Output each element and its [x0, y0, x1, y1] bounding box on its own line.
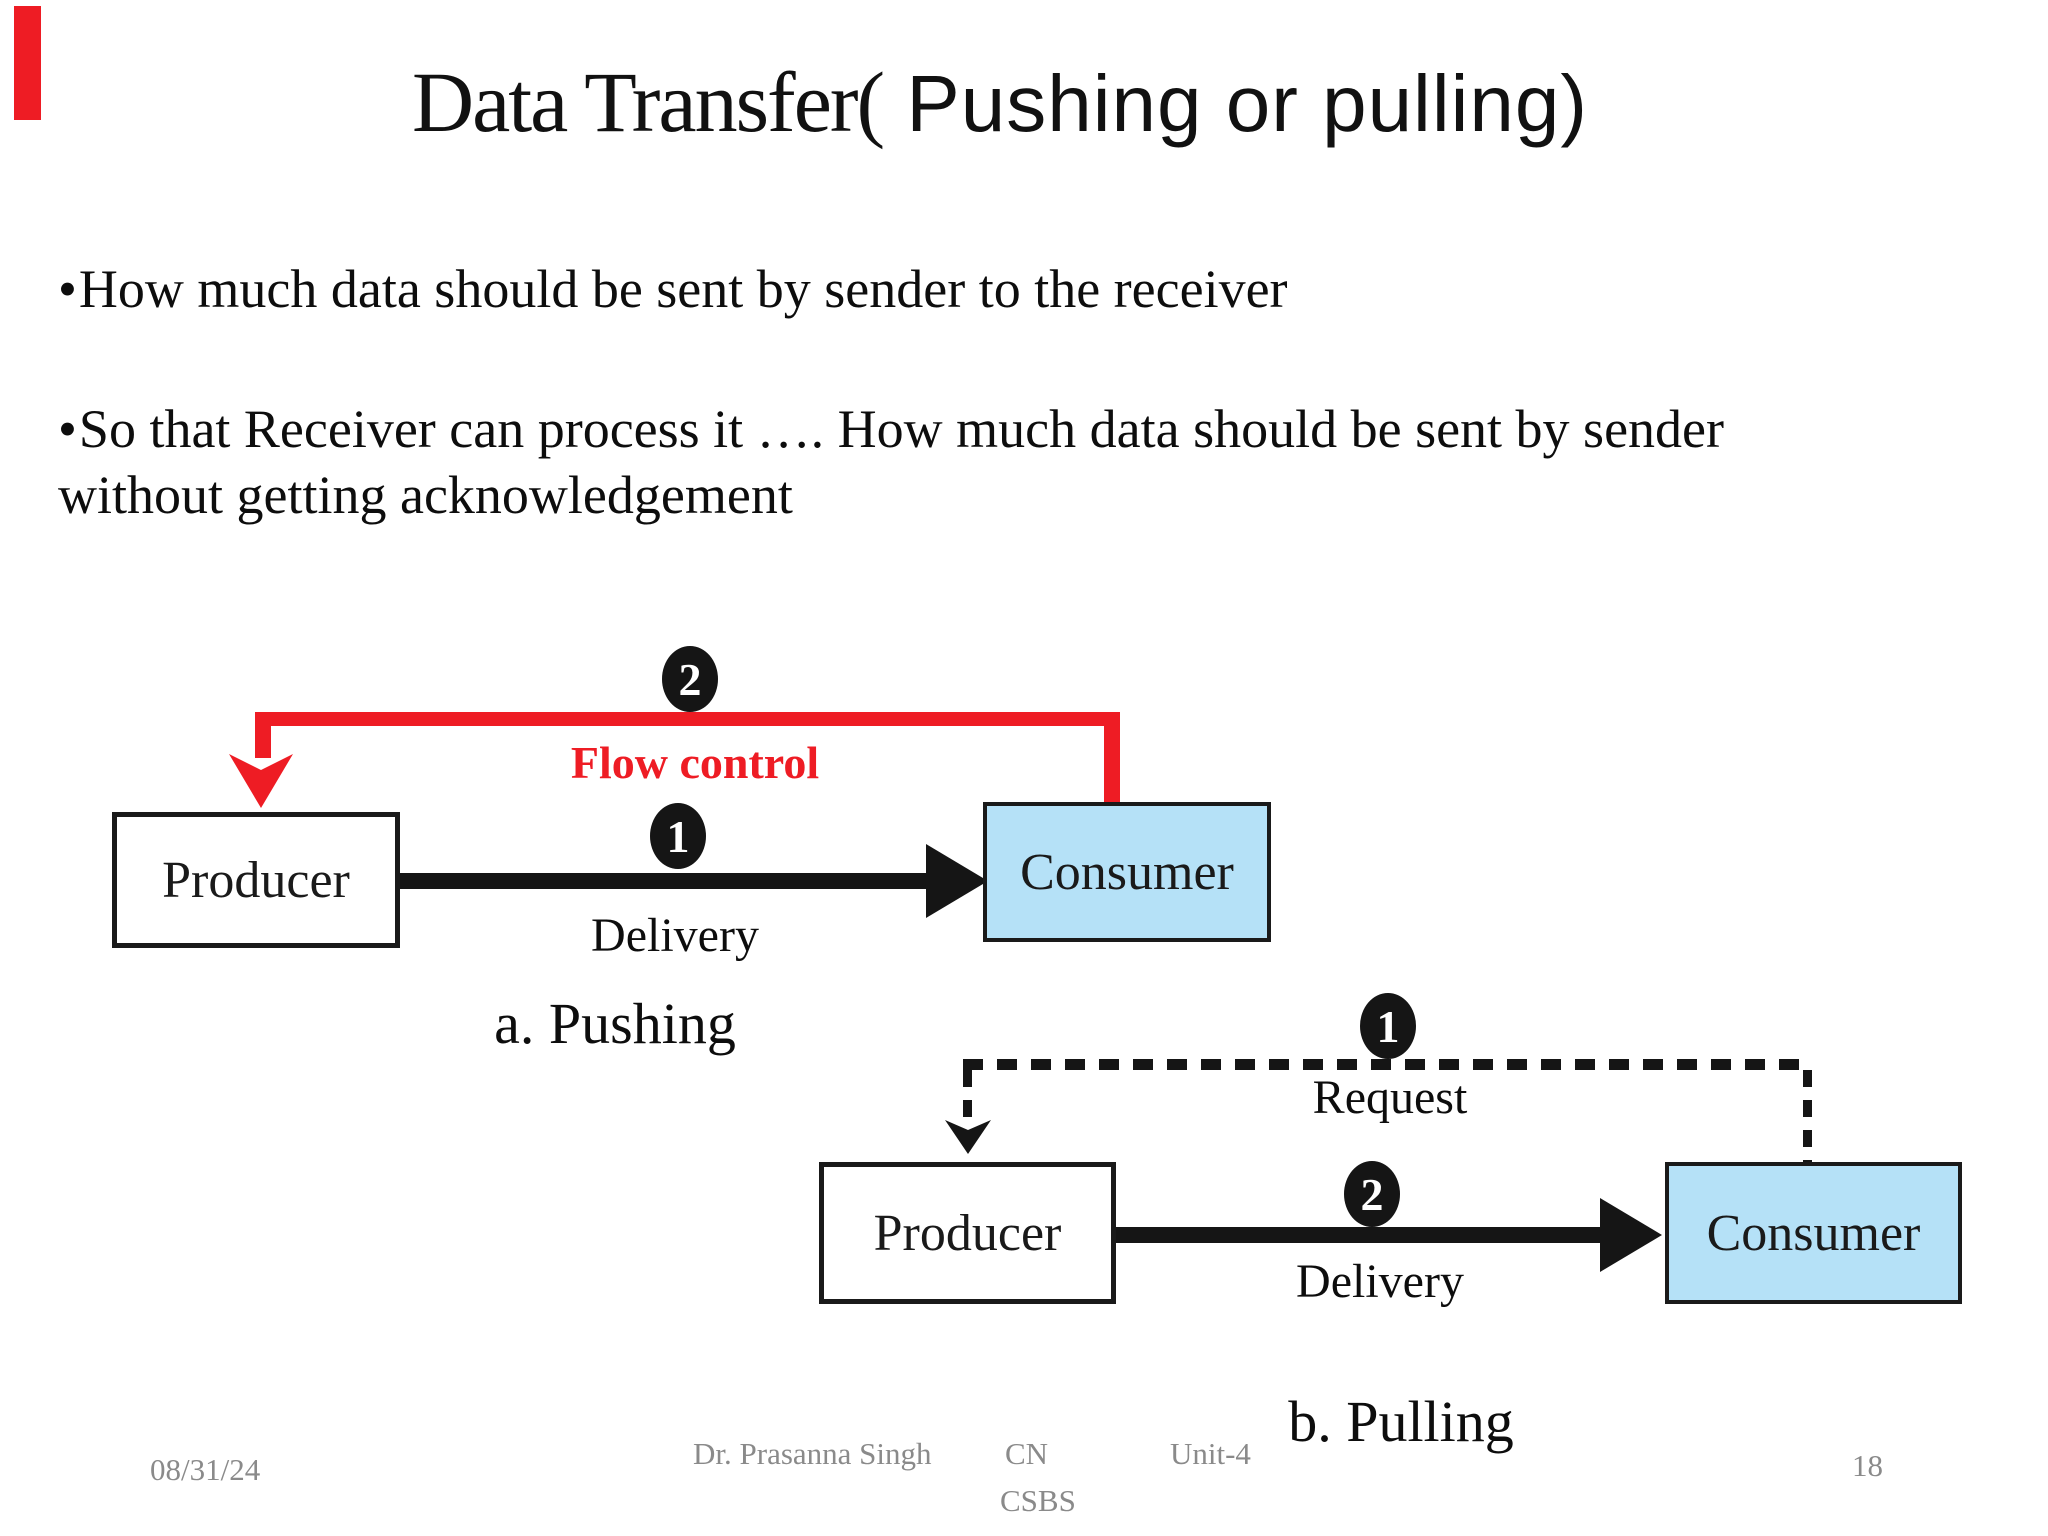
footer-course: CN	[1005, 1436, 1049, 1471]
flow-control-line-right	[1104, 712, 1120, 804]
step-1-badge-pushing: 1	[650, 803, 706, 869]
footer-author: Dr. Prasanna Singh	[693, 1436, 932, 1471]
footer-department: CSBS	[1000, 1483, 1076, 1518]
step-number: 1	[666, 810, 690, 862]
delivery-label-pulling: Delivery	[1296, 1255, 1464, 1308]
red-corner-bar	[14, 6, 41, 120]
consumer-box-pushing: Consumer	[983, 802, 1271, 942]
request-line-left	[963, 1070, 972, 1122]
flow-control-line-horizontal	[255, 712, 1118, 726]
step-number: 2	[1360, 1168, 1384, 1220]
consumer-label: Consumer	[1020, 843, 1234, 901]
delivery-arrowhead-icon-pulling	[1600, 1198, 1662, 1272]
delivery-arrow-shaft-pushing	[400, 873, 926, 889]
consumer-label: Consumer	[1706, 1204, 1921, 1262]
pushing-caption: a. Pushing	[494, 991, 736, 1056]
delivery-label-pushing: Delivery	[591, 909, 759, 962]
page-title: Data Transfer( Pushing or pulling)	[0, 52, 2000, 152]
producer-box-pushing: Producer	[112, 812, 400, 948]
step-1-badge-pulling: 1	[1360, 993, 1416, 1059]
footer-page-number: 18	[1852, 1448, 1883, 1483]
request-line-horizontal	[963, 1059, 1811, 1070]
step-number: 1	[1376, 1000, 1400, 1052]
consumer-box-pulling: Consumer	[1665, 1162, 1962, 1304]
flow-control-arrowhead-icon	[229, 754, 293, 808]
delivery-arrow-shaft-pulling	[1116, 1227, 1600, 1243]
step-number: 2	[678, 653, 702, 705]
producer-box-pulling: Producer	[819, 1162, 1116, 1304]
bullet-item-1: •How much data should be sent by sender …	[58, 256, 1958, 322]
step-2-badge-pushing: 2	[662, 646, 718, 712]
page-title-serif-part: Data Transfer(	[411, 54, 885, 150]
request-arrowhead-icon	[945, 1120, 991, 1154]
pulling-caption: b. Pulling	[1288, 1389, 1514, 1454]
footer-date: 08/31/24	[150, 1452, 261, 1487]
request-label: Request	[1312, 1071, 1468, 1124]
footer-unit: Unit-4	[1170, 1436, 1251, 1471]
step-2-badge-pulling: 2	[1344, 1161, 1400, 1227]
producer-label: Producer	[873, 1204, 1062, 1262]
bullet-text: How much data should be sent by sender t…	[78, 259, 1288, 319]
flow-control-line-left	[255, 712, 271, 758]
bullet-marker: •	[58, 259, 77, 319]
page-title-sans-part: Pushing or pulling)	[883, 59, 1588, 148]
producer-label: Producer	[162, 851, 350, 909]
delivery-arrowhead-icon-pushing	[926, 844, 988, 918]
bullet-item-2: •So that Receiver can process it …. How …	[58, 396, 1818, 528]
flow-control-label: Flow control	[570, 737, 820, 788]
bullet-marker: •	[58, 399, 77, 459]
bullet-text: So that Receiver can process it …. How m…	[58, 399, 1724, 525]
request-line-right	[1803, 1070, 1812, 1164]
